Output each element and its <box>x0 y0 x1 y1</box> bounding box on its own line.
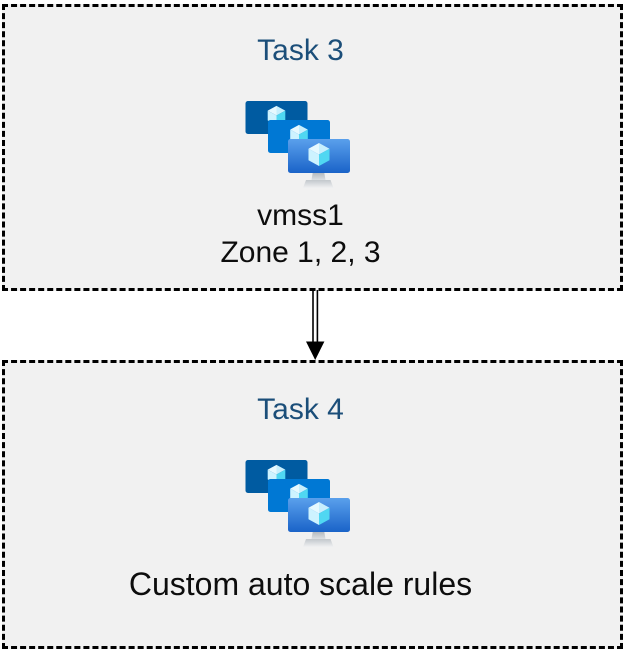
autoscale-rules-label: Custom auto scale rules <box>128 566 473 602</box>
vm-scale-sets-icon <box>245 457 351 549</box>
task-3-panel: Task 3 vmss1 Zone 1, 2, 3 <box>2 4 623 291</box>
down-arrow-icon <box>306 290 325 360</box>
task-4-panel: Task 4 Custom auto scale rules <box>2 360 623 649</box>
vm-scale-sets-icon <box>245 98 351 190</box>
task-3-title: Task 3 <box>257 34 344 67</box>
task-4-title: Task 4 <box>257 393 344 426</box>
zones-label: Zone 1, 2, 3 <box>220 236 381 269</box>
vmss-name-label: vmss1 <box>257 199 344 232</box>
